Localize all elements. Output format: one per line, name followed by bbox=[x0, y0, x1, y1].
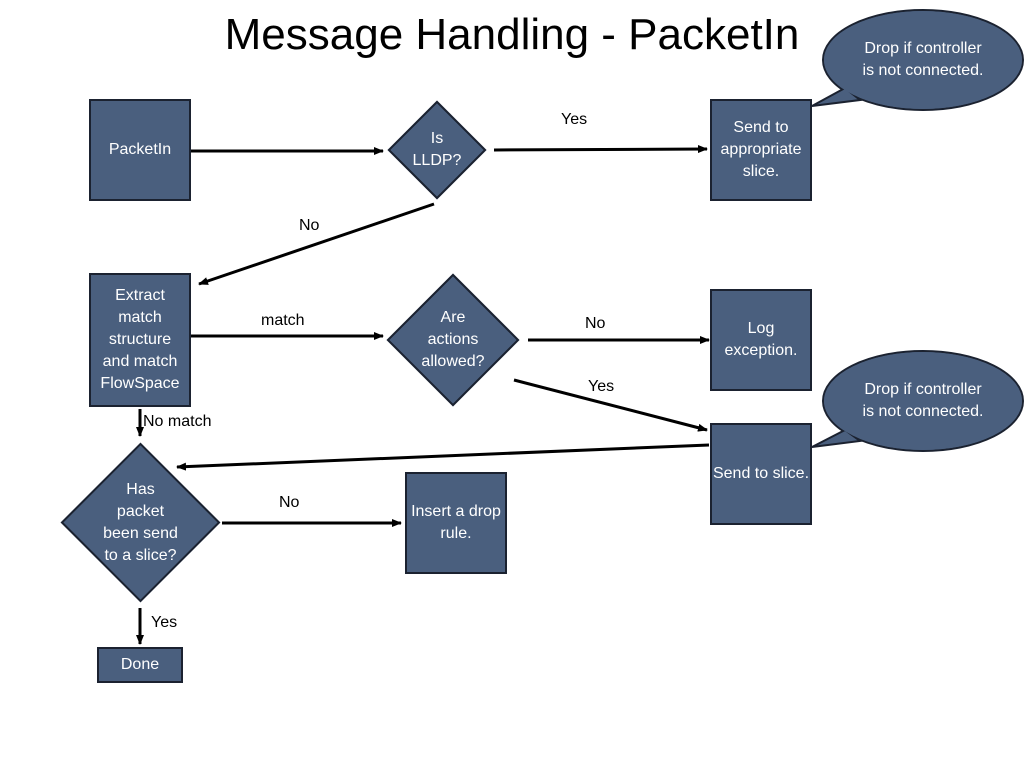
edge-label-match: match bbox=[261, 312, 305, 329]
node-send-appropriate-slice: Send to appropriate slice. bbox=[710, 99, 812, 201]
edge-label-actions-no: No bbox=[585, 315, 606, 332]
node-extract-match: Extract match structure and match FlowSp… bbox=[89, 273, 191, 407]
edge-label-sent-yes: Yes bbox=[151, 614, 178, 631]
node-send-appropriate-label: Send to appropriate slice. bbox=[720, 119, 802, 180]
node-done-label: Done bbox=[120, 656, 160, 673]
callout-top-text: Drop if controller is not connected. bbox=[862, 40, 984, 79]
edge-actions-yes bbox=[513, 378, 708, 432]
page-title: Message Handling - PacketIn bbox=[224, 10, 800, 59]
callout-middle-text: Drop if controller is not connected. bbox=[862, 381, 984, 420]
decision-actions-allowed-label: Are actions allowed? bbox=[421, 309, 485, 370]
edge-label-no-match: No match bbox=[143, 413, 212, 430]
edge-label-actions-yes: Yes bbox=[588, 378, 615, 395]
node-send-slice-label: Send to slice. bbox=[712, 465, 810, 482]
node-log-exception: Log exception. bbox=[710, 289, 812, 391]
edge-lldp-yes bbox=[493, 145, 708, 154]
decision-has-packet-sent-label: Has packet been send to a slice? bbox=[103, 480, 178, 564]
edge-label-lldp-yes: Yes bbox=[561, 111, 588, 128]
node-insert-drop-rule: Insert a drop rule. bbox=[405, 472, 507, 574]
node-send-to-slice: Send to slice. bbox=[710, 423, 812, 525]
callout-middle bbox=[811, 350, 1024, 452]
decision-is-lldp-label: Is LLDP? bbox=[412, 130, 462, 169]
node-extract-label: Extract match structure and match FlowSp… bbox=[100, 287, 180, 392]
node-packetin: PacketIn bbox=[89, 99, 191, 201]
node-done: Done bbox=[97, 647, 183, 683]
node-insert-drop-label: Insert a drop rule. bbox=[411, 503, 501, 542]
edge-label-sent-no: No bbox=[279, 494, 300, 511]
node-packetin-label: PacketIn bbox=[108, 141, 172, 158]
edge-lldp-no bbox=[198, 202, 435, 286]
edge-label-lldp-no: No bbox=[299, 217, 320, 234]
node-log-exception-label: Log exception. bbox=[724, 320, 798, 359]
edge-sendslice-to-hasPacket bbox=[176, 443, 710, 471]
callout-top bbox=[811, 9, 1024, 111]
